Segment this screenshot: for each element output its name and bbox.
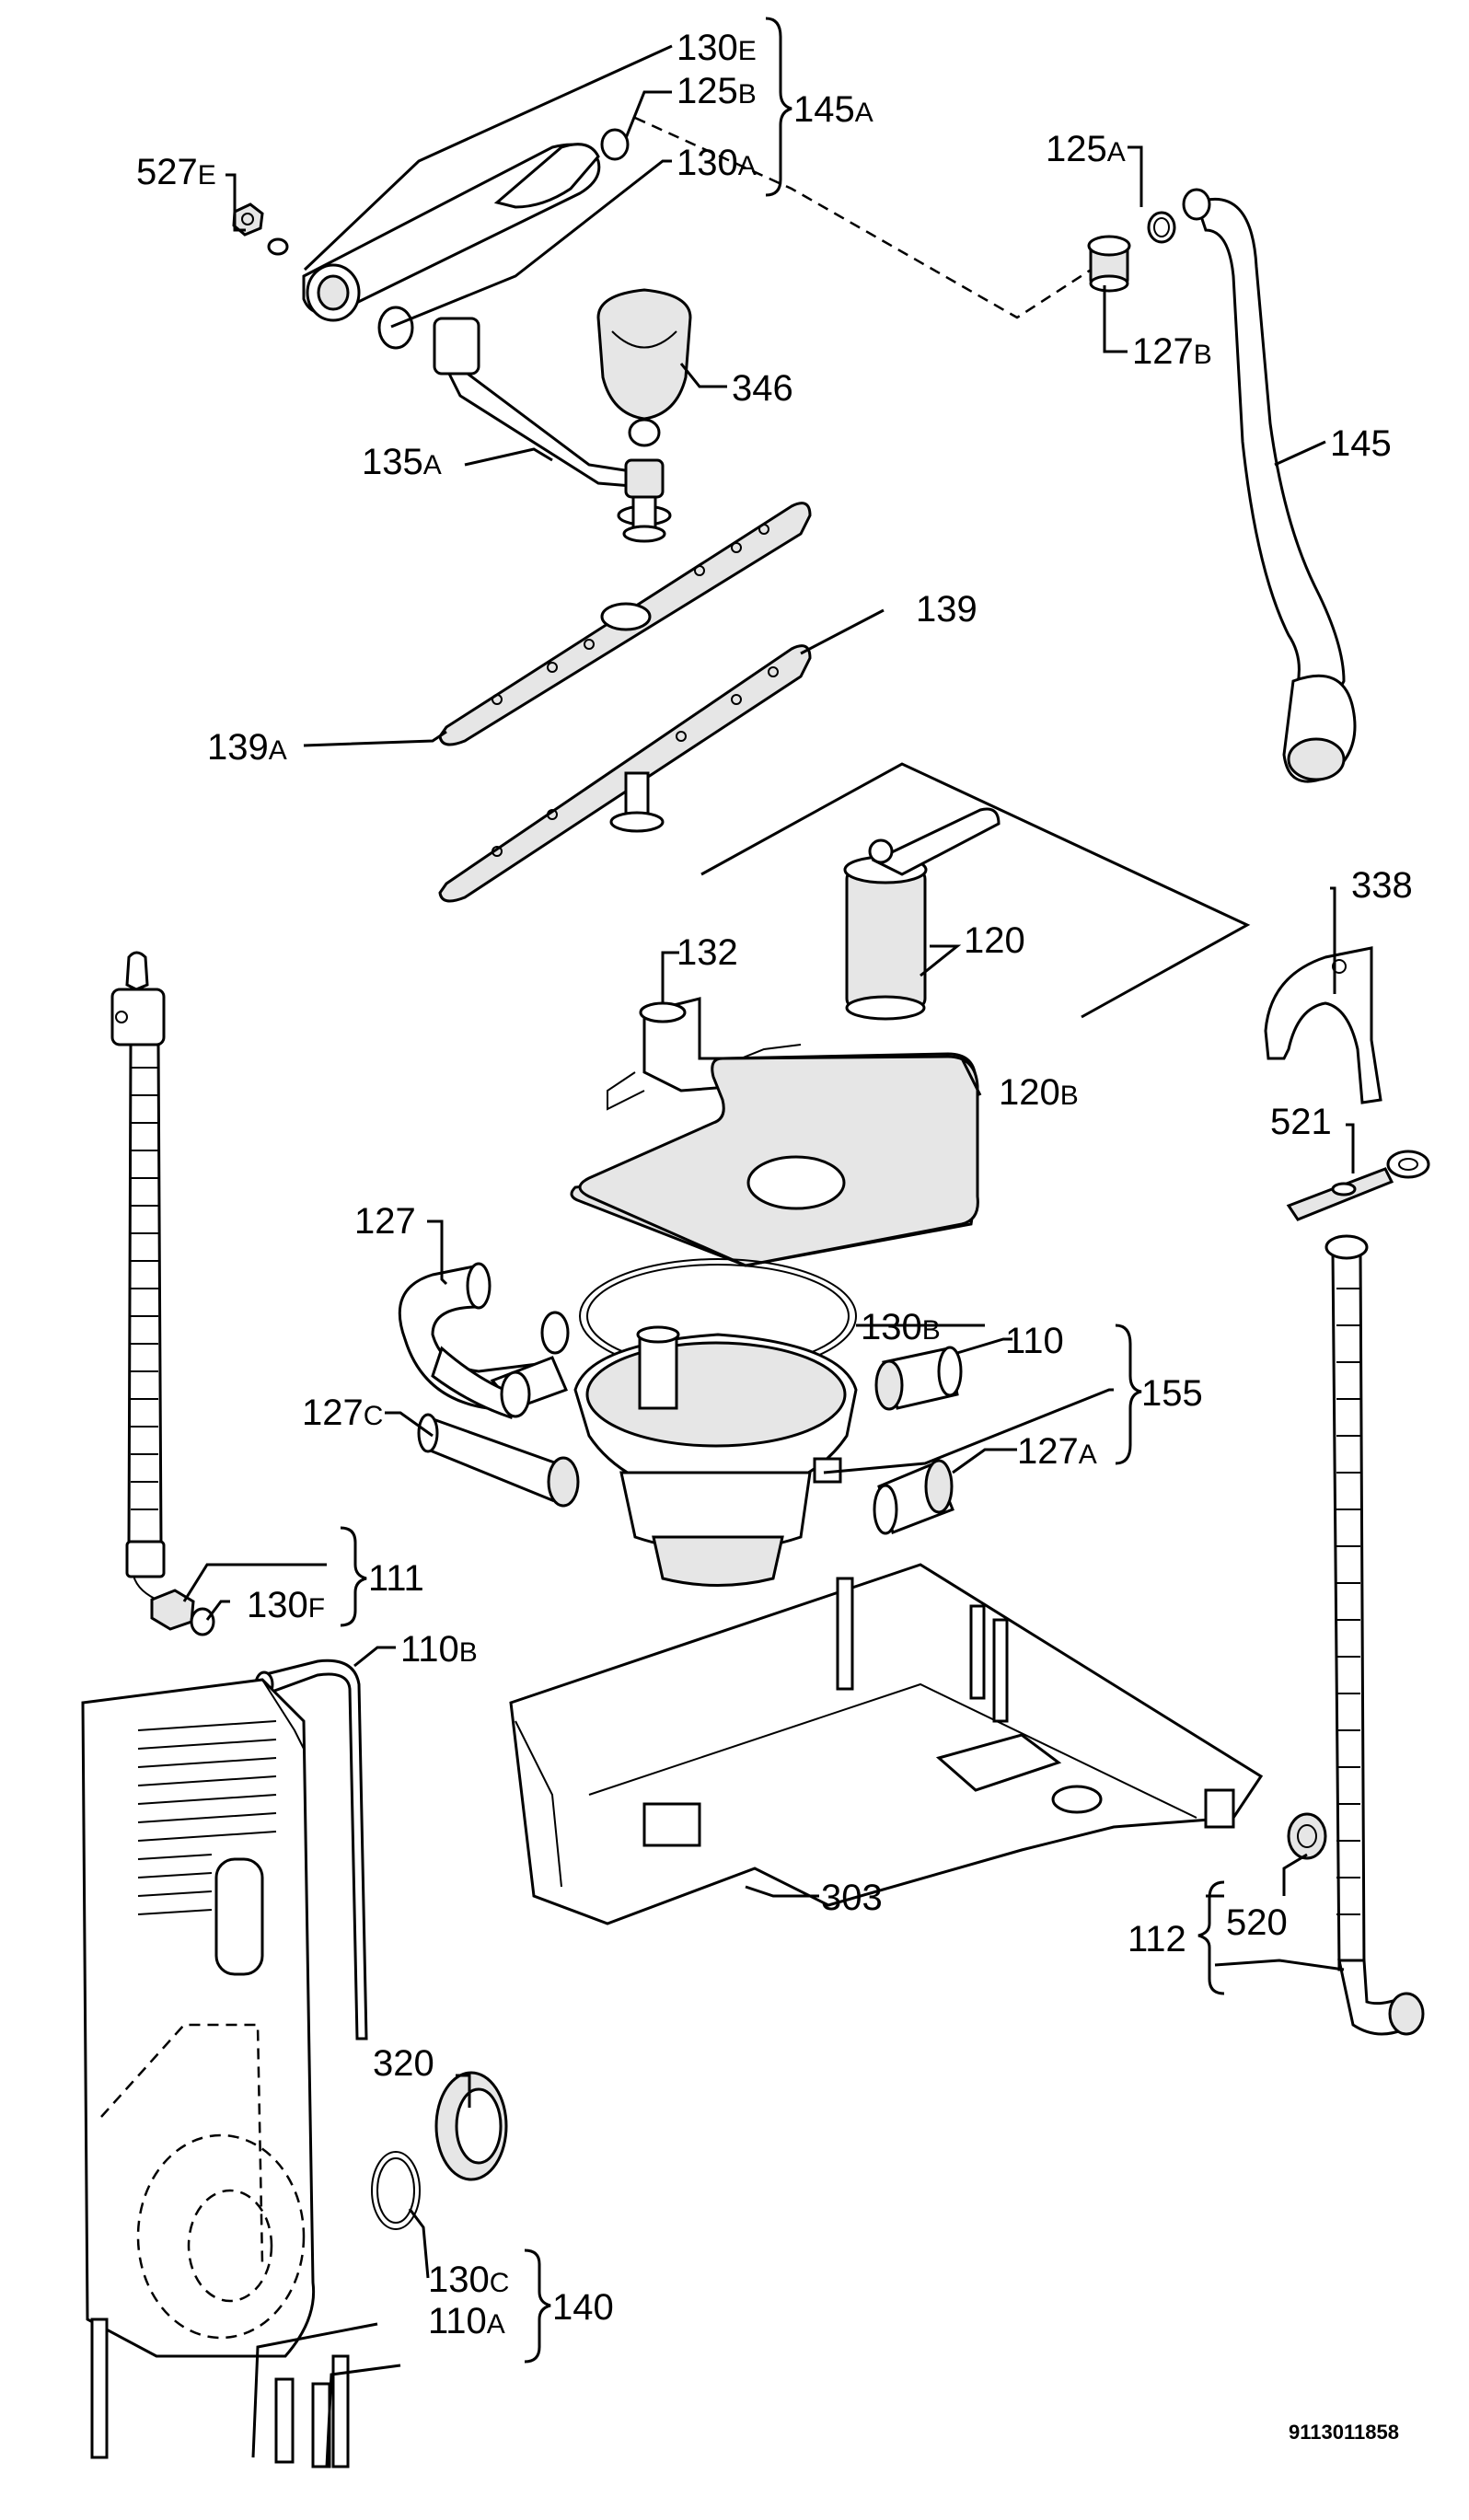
callout-130e: 130E xyxy=(677,28,757,68)
drain-hose-part-112 xyxy=(1324,1234,1425,2036)
svg-text:139A: 139A xyxy=(207,727,287,768)
seal-part-320 xyxy=(434,2071,508,2181)
grouping-braces xyxy=(340,17,1225,2364)
svg-text:520: 520 xyxy=(1226,1902,1288,1943)
svg-text:110B: 110B xyxy=(400,1629,478,1670)
callout-112: 112 xyxy=(1128,1919,1186,1959)
svg-text:130C: 130C xyxy=(428,2260,509,2300)
svg-text:110: 110 xyxy=(1005,1321,1064,1361)
callout-120: 120 xyxy=(964,920,1025,961)
callout-135a: 135A xyxy=(362,442,442,482)
svg-text:521: 521 xyxy=(1270,1102,1332,1142)
svg-text:125A: 125A xyxy=(1046,129,1126,169)
callout-127c: 127C xyxy=(302,1393,383,1433)
callout-132: 132 xyxy=(677,932,738,973)
sump-assembly-part-155 xyxy=(573,1325,858,1587)
base-frame-part-303 xyxy=(509,1563,1264,1925)
clip-part-521 xyxy=(1286,1150,1430,1221)
callout-145: 145 xyxy=(1330,423,1392,464)
callout-127a: 127A xyxy=(1017,1431,1097,1472)
callout-139a: 139A xyxy=(207,727,287,768)
callout-110b: 110B xyxy=(400,1629,478,1670)
callout-130c: 130C xyxy=(428,2260,509,2300)
hose-connection-dashed-line xyxy=(634,116,1096,319)
hose-part-127a xyxy=(873,1459,954,1535)
upper-spray-arm-part xyxy=(267,128,630,350)
seal-ring-part-130c xyxy=(371,2151,421,2230)
svg-text:320: 320 xyxy=(373,2043,434,2084)
svg-text:130A: 130A xyxy=(677,143,757,183)
svg-text:120B: 120B xyxy=(999,1072,1079,1113)
bracket-part-338 xyxy=(1264,946,1382,1104)
callout-338: 338 xyxy=(1351,865,1413,906)
svg-text:346: 346 xyxy=(732,368,793,409)
svg-text:125B: 125B xyxy=(677,71,757,111)
hose-fitting-part-127b xyxy=(1087,235,1131,293)
hose-part-110 xyxy=(874,1346,963,1411)
nozzle-part-346 xyxy=(596,288,692,447)
callout-346: 346 xyxy=(732,368,793,409)
callout-110a: 110A xyxy=(428,2301,505,2341)
callout-320: 320 xyxy=(373,2043,434,2084)
callout-130f: 130F xyxy=(247,1585,325,1625)
svg-text:145A: 145A xyxy=(793,89,873,130)
document-number: 9113011858 xyxy=(1289,2421,1399,2444)
callout-130a: 130A xyxy=(677,143,757,183)
filter-guide-line xyxy=(700,762,1251,1019)
callout-520: 520 xyxy=(1226,1902,1288,1943)
svg-text:130F: 130F xyxy=(247,1585,325,1625)
callout-527e: 527E xyxy=(136,152,216,192)
inlet-hose-part-111 xyxy=(110,951,166,1602)
svg-text:130B: 130B xyxy=(861,1307,941,1347)
callout-125a: 125A xyxy=(1046,129,1126,169)
callout-127b: 127B xyxy=(1132,331,1212,372)
callout-140: 140 xyxy=(552,2287,614,2328)
svg-text:127C: 127C xyxy=(302,1393,383,1433)
svg-text:127A: 127A xyxy=(1017,1431,1097,1472)
svg-text:338: 338 xyxy=(1351,865,1413,906)
svg-text:527E: 527E xyxy=(136,152,216,192)
svg-text:130E: 130E xyxy=(677,28,757,68)
svg-text:303: 303 xyxy=(821,1878,883,1918)
svg-text:135A: 135A xyxy=(362,442,442,482)
spray-arm-part-139a xyxy=(438,502,812,746)
hose-clamp-part-520 xyxy=(1287,1812,1327,1860)
connector-pipe-part xyxy=(433,317,672,543)
hose-part-127c xyxy=(417,1413,580,1508)
callout-521: 521 xyxy=(1270,1102,1332,1142)
svg-text:155: 155 xyxy=(1141,1373,1203,1414)
water-softener-panel-part-140 xyxy=(81,1678,350,2468)
svg-text:127B: 127B xyxy=(1132,331,1212,372)
svg-text:112: 112 xyxy=(1128,1919,1186,1959)
spray-arm-part-139 xyxy=(438,644,812,903)
callout-120b: 120B xyxy=(999,1072,1079,1113)
callout-303: 303 xyxy=(821,1878,883,1918)
svg-text:140: 140 xyxy=(552,2287,614,2328)
seal-part-125a xyxy=(1147,211,1176,244)
sump-hose-part-127 xyxy=(398,1262,570,1419)
supply-hose-part-145 xyxy=(1182,188,1357,783)
svg-text:120: 120 xyxy=(964,920,1025,961)
callout-139: 139 xyxy=(916,589,977,630)
callout-125b: 125B xyxy=(677,71,757,111)
svg-text:139: 139 xyxy=(916,589,977,630)
callout-130b: 130B xyxy=(861,1307,941,1347)
svg-text:111: 111 xyxy=(368,1558,424,1599)
svg-text:127: 127 xyxy=(354,1201,416,1242)
svg-text:132: 132 xyxy=(677,932,738,973)
callout-127: 127 xyxy=(354,1201,416,1242)
svg-text:110A: 110A xyxy=(428,2301,505,2341)
svg-text:145: 145 xyxy=(1330,423,1392,464)
callout-155: 155 xyxy=(1141,1373,1203,1414)
callout-145a: 145A xyxy=(793,89,873,130)
filter-plate-part-120b xyxy=(570,1052,979,1267)
filter-part-120 xyxy=(843,807,1001,1021)
hose-nut-part-130f xyxy=(150,1589,215,1636)
callout-111: 111 xyxy=(368,1558,424,1599)
callout-110: 110 xyxy=(1005,1321,1064,1361)
